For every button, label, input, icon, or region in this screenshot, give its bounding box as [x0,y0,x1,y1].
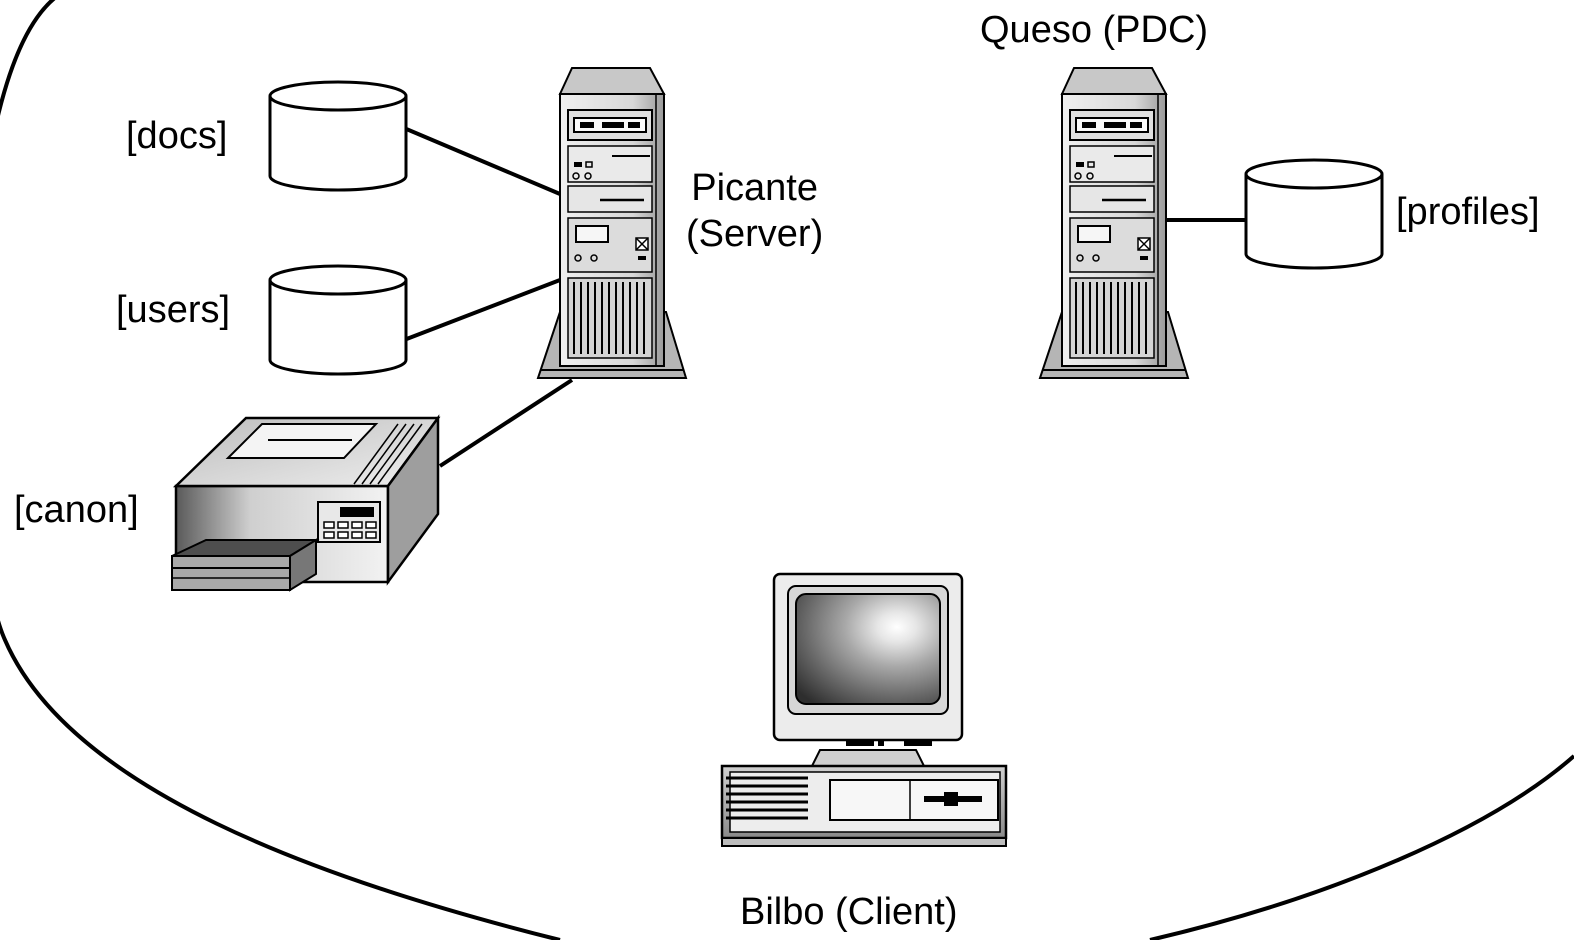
tower-server-icon [1038,66,1190,380]
share-label-users: [users] [116,289,231,331]
client-label-bilbo: Bilbo (Client) [740,891,958,933]
link-canon-picante [438,378,574,468]
share-label-docs: [docs] [126,115,228,157]
printer-icon [171,414,441,592]
link-users-picante [403,278,561,342]
disk-share-icon [268,264,408,376]
disk-share-icon [268,80,408,192]
connections [403,126,1246,468]
server-label-picante: Picante (Server) [686,166,823,257]
share-label-profiles: [profiles] [1396,191,1540,233]
desktop-computer-icon [720,572,1008,847]
disk-share-icon [1244,158,1384,270]
tower-server-icon [536,66,688,380]
printer-label-canon: [canon] [14,489,139,531]
server-name: Picante [691,167,818,209]
link-docs-picante [403,126,561,196]
server-role: (Server) [686,212,824,255]
pdc-label-queso: Queso (PDC) [980,9,1209,51]
